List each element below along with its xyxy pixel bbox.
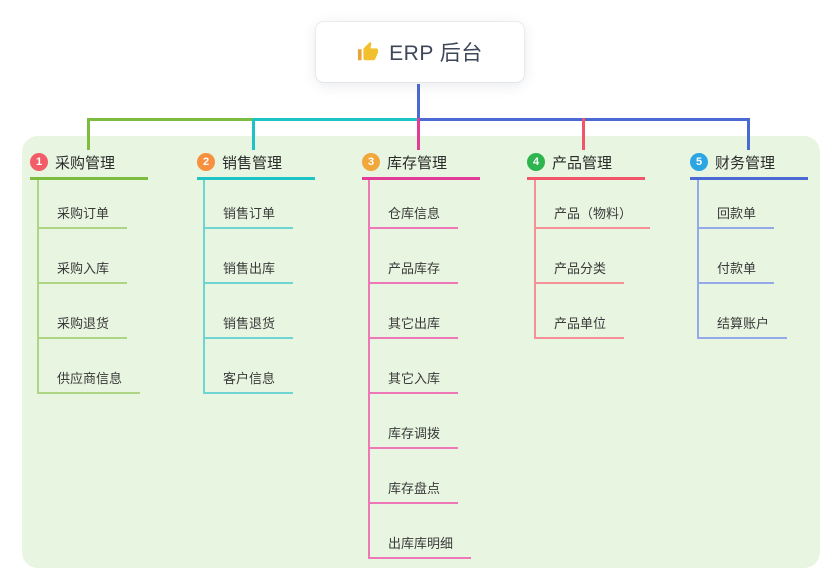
branch-node-4[interactable]: 4 产品管理 bbox=[527, 147, 645, 180]
child-spine-line bbox=[697, 180, 699, 339]
bus-segment-purchase bbox=[87, 118, 252, 121]
child-node[interactable]: 销售订单 bbox=[203, 200, 294, 229]
thumbs-up-icon bbox=[357, 41, 379, 63]
root-stem-line bbox=[417, 84, 420, 118]
branch-label-text: 产品管理 bbox=[552, 154, 613, 172]
branch-drop-line bbox=[747, 118, 750, 150]
child-node[interactable]: 产品库存 bbox=[368, 255, 459, 284]
child-node[interactable]: 产品分类 bbox=[534, 255, 625, 284]
child-node[interactable]: 采购退货 bbox=[37, 310, 128, 339]
branch-number-badge: 1 bbox=[30, 153, 48, 171]
child-node[interactable]: 库存盘点 bbox=[368, 475, 459, 504]
child-node[interactable]: 产品（物料） bbox=[534, 200, 651, 229]
child-spine-line bbox=[203, 180, 205, 394]
branch-node-1[interactable]: 1 采购管理 bbox=[30, 147, 148, 180]
child-node[interactable]: 供应商信息 bbox=[37, 365, 141, 394]
branch-node-5[interactable]: 5 财务管理 bbox=[690, 147, 808, 180]
child-node[interactable]: 采购订单 bbox=[37, 200, 128, 229]
branch-drop-line bbox=[252, 118, 255, 150]
child-node[interactable]: 客户信息 bbox=[203, 365, 294, 394]
child-node[interactable]: 产品单位 bbox=[534, 310, 625, 339]
child-node[interactable]: 付款单 bbox=[697, 255, 775, 284]
child-node[interactable]: 其它出库 bbox=[368, 310, 459, 339]
child-node[interactable]: 结算账户 bbox=[697, 310, 788, 339]
branch-label-text: 销售管理 bbox=[222, 154, 283, 172]
child-node[interactable]: 采购入库 bbox=[37, 255, 128, 284]
child-node[interactable]: 仓库信息 bbox=[368, 200, 459, 229]
child-node[interactable]: 销售退货 bbox=[203, 310, 294, 339]
child-node[interactable]: 回款单 bbox=[697, 200, 775, 229]
branch-label-text: 采购管理 bbox=[55, 154, 116, 172]
branch-number-badge: 4 bbox=[527, 153, 545, 171]
branch-label-text: 库存管理 bbox=[387, 154, 448, 172]
branch-node-2[interactable]: 2 销售管理 bbox=[197, 147, 315, 180]
branch-number-badge: 2 bbox=[197, 153, 215, 171]
root-node-label: ERP 后台 bbox=[389, 42, 483, 65]
child-spine-line bbox=[37, 180, 39, 394]
child-node[interactable]: 其它入库 bbox=[368, 365, 459, 394]
branch-number-badge: 5 bbox=[690, 153, 708, 171]
child-node[interactable]: 库存调拨 bbox=[368, 420, 459, 449]
branch-drop-line bbox=[417, 118, 420, 150]
root-node[interactable]: ERP 后台 bbox=[316, 22, 524, 82]
child-spine-line bbox=[534, 180, 536, 339]
child-spine-line bbox=[368, 180, 370, 559]
child-node[interactable]: 出库库明细 bbox=[368, 530, 472, 559]
branch-number-badge: 3 bbox=[362, 153, 380, 171]
branch-drop-line bbox=[582, 118, 585, 150]
branch-label-text: 财务管理 bbox=[715, 154, 776, 172]
branch-drop-line bbox=[87, 118, 90, 150]
bus-segment-sales bbox=[252, 118, 420, 121]
branch-node-3[interactable]: 3 库存管理 bbox=[362, 147, 480, 180]
branches-panel bbox=[22, 136, 820, 568]
child-node[interactable]: 销售出库 bbox=[203, 255, 294, 284]
